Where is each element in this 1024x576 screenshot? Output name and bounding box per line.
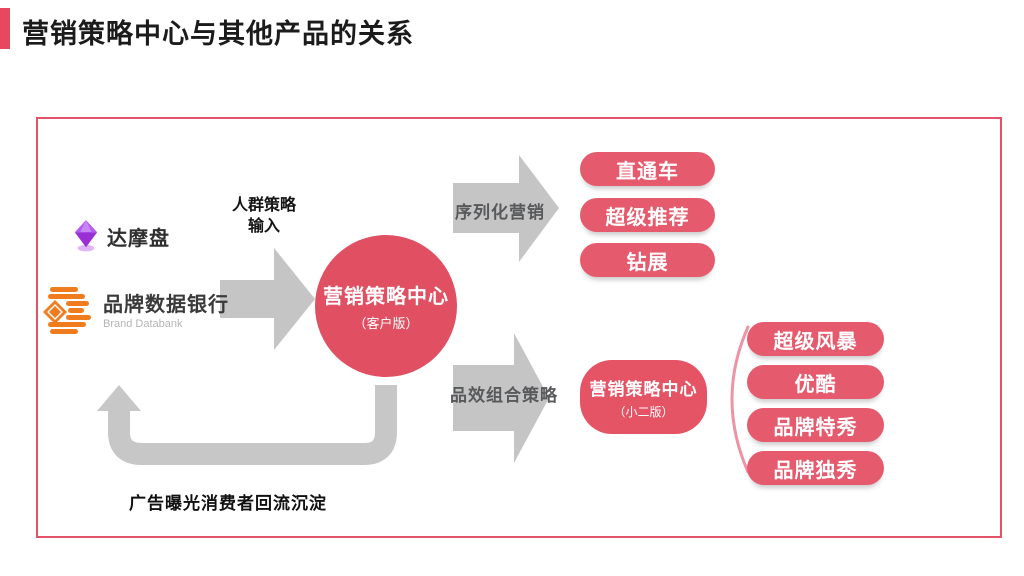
combo-arrow [453, 333, 549, 463]
center-node-title: 营销策略中心 [323, 286, 449, 308]
diagram-panel: 达摩盘 品牌数据银行 Brand Databa [36, 117, 1002, 538]
product-pill-zhitongche: 直通车 [580, 152, 715, 186]
title-accent-bar [0, 8, 10, 49]
product-pill-chaojifengbao: 超级风暴 [747, 322, 884, 356]
input-arrow [220, 248, 315, 350]
product-pill-zuanzhan: 钻展 [580, 243, 715, 277]
center-node: 营销策略中心 （客户版） [315, 235, 457, 377]
crowd-input-label: 人群策略 输入 [231, 197, 296, 235]
product-pill-pinpaitexiu: 品牌特秀 [747, 408, 884, 442]
xiaoer-node-title: 营销策略中心 [589, 379, 698, 399]
databank-label: 品牌数据银行 [103, 293, 229, 316]
center-node-subtitle: （客户版） [353, 316, 419, 331]
damopan-label: 达摩盘 [107, 227, 170, 250]
brand-databank-icon [43, 287, 91, 334]
brand-effect-combo-label: 品效组合策略 [450, 386, 558, 405]
feedback-loop-label: 广告曝光消费者回流沉淀 [129, 494, 327, 513]
feedback-loop-arrow [108, 385, 397, 465]
page-title: 营销策略中心与其他产品的关系 [22, 19, 414, 49]
product-pill-youku: 优酷 [747, 365, 884, 399]
brand-databank-logo: 品牌数据银行 Brand Databank [42, 285, 229, 339]
combo-bracket [730, 325, 750, 474]
product-pill-chaojituijian: 超级推荐 [580, 198, 715, 232]
damopan-gem-icon [74, 220, 98, 252]
damopan-logo: 达摩盘 [72, 219, 170, 253]
databank-subtitle: Brand Databank [103, 317, 183, 330]
serialized-marketing-label: 序列化营销 [455, 203, 545, 222]
xiaoer-node-subtitle: （小二版） [613, 404, 674, 419]
diagram-shapes [97, 155, 750, 474]
product-pill-pinpaiduxiu: 品牌独秀 [747, 451, 884, 485]
serialized-arrow [453, 155, 559, 262]
xiaoer-node: 营销策略中心 （小二版） [580, 360, 707, 434]
feedback-loop-arrowhead [97, 385, 141, 411]
